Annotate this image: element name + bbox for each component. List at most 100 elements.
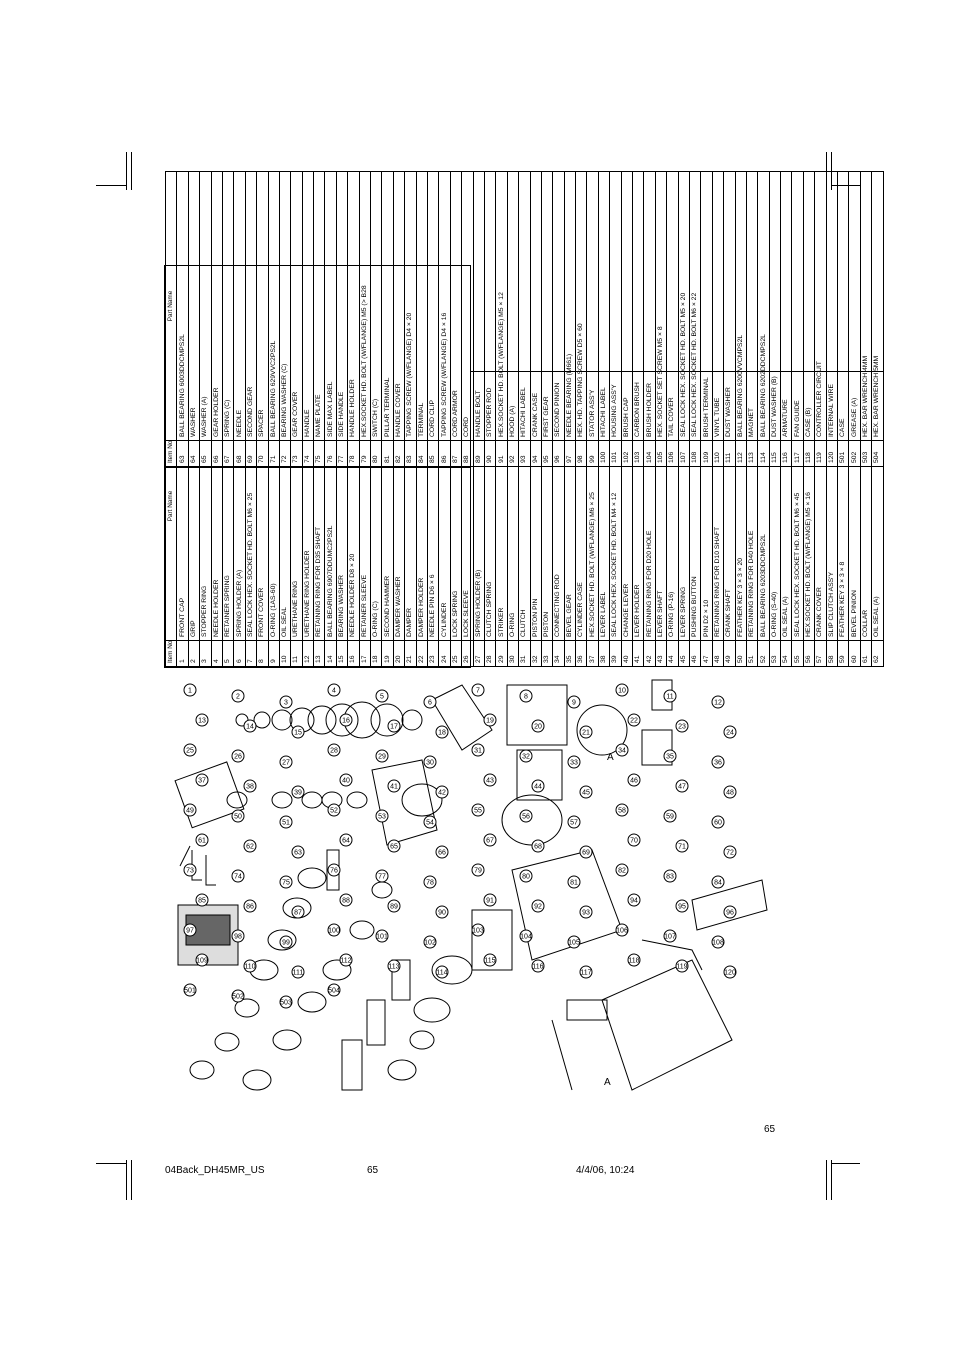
svg-text:102: 102 — [424, 940, 436, 947]
part-name: BRUSH HOLDER — [643, 171, 656, 441]
item-no: 49 — [723, 640, 736, 667]
callout-50: 50 — [231, 809, 245, 823]
callout-85: 85 — [195, 893, 209, 907]
svg-text:80: 80 — [522, 874, 530, 881]
callout-115: 115 — [483, 953, 497, 967]
part-name: HOOD (A) — [507, 171, 519, 441]
svg-text:31: 31 — [474, 748, 482, 755]
svg-text:76: 76 — [330, 868, 338, 875]
item-no: 63 — [176, 440, 189, 467]
part-name: MAGNET — [746, 171, 758, 441]
item-no: 7 — [245, 640, 257, 667]
part-name: BALL BEARING 6200VVCMPS2L — [735, 171, 747, 441]
callout-74: 74 — [231, 869, 245, 883]
item-no: 89 — [473, 440, 485, 467]
callout-57: 57 — [567, 815, 581, 829]
svg-text:55: 55 — [474, 808, 482, 815]
item-no: 106 — [666, 440, 679, 467]
part-name: SECOND PINION — [552, 171, 565, 441]
part-name: FIRST GEAR — [541, 171, 553, 441]
svg-text:32: 32 — [522, 754, 530, 761]
svg-text:2: 2 — [236, 694, 240, 701]
svg-text:61: 61 — [198, 838, 206, 845]
svg-text:34: 34 — [618, 748, 626, 755]
part-name: BALL BEARING 629VVC2PS2L — [268, 171, 280, 441]
svg-text:44: 44 — [534, 784, 542, 791]
svg-text:91: 91 — [486, 898, 494, 905]
svg-text:47: 47 — [678, 784, 686, 791]
callout-14: 14 — [243, 719, 257, 733]
part-name: GREASE (A) — [848, 171, 861, 441]
callout-81: 81 — [567, 875, 581, 889]
svg-text:73: 73 — [186, 868, 194, 875]
part-name: STOPPER ROD — [484, 171, 496, 441]
callout-90: 90 — [435, 905, 449, 919]
part-name: CRANK CASE — [530, 171, 542, 441]
item-no: 6 — [233, 640, 246, 667]
item-no: 68 — [233, 440, 246, 467]
callout-26: 26 — [231, 749, 245, 763]
item-no: 40 — [621, 640, 633, 667]
callout-117: 117 — [579, 965, 593, 979]
part-name: HANDLE HOLDER — [347, 171, 360, 441]
svg-text:98: 98 — [234, 934, 242, 941]
callout-77: 77 — [375, 869, 389, 883]
part-name: TAPPING SCREW (W/FLANGE) D4 × 16 — [438, 171, 451, 441]
part-name: HITACHI LABEL — [518, 171, 530, 441]
svg-text:69: 69 — [582, 850, 590, 857]
item-no: 33 — [541, 640, 553, 667]
item-no: 55 — [791, 640, 804, 667]
callout-504: 504 — [327, 983, 341, 997]
item-no: 83 — [404, 440, 417, 467]
item-no: 97 — [564, 440, 576, 467]
item-no: 118 — [803, 440, 815, 467]
callout-91: 91 — [483, 893, 497, 907]
svg-text:21: 21 — [582, 730, 590, 737]
svg-text:41: 41 — [390, 784, 398, 791]
callout-6: 6 — [423, 695, 437, 709]
part-name: HOUSING ASS'Y — [609, 171, 622, 441]
callout-72: 72 — [723, 845, 737, 859]
part-name: BRUSH TERMINAL — [700, 171, 713, 441]
svg-text:15: 15 — [294, 730, 302, 737]
item-no: 30 — [507, 640, 519, 667]
part-name: BRUSH CAP — [621, 171, 633, 441]
item-no: 75 — [313, 440, 325, 467]
callout-42: 42 — [435, 785, 449, 799]
item-no: 76 — [324, 440, 337, 467]
item-no: 2 — [188, 640, 200, 667]
item-no: 46 — [689, 640, 701, 667]
item-no: 39 — [609, 640, 622, 667]
svg-text:81: 81 — [570, 880, 578, 887]
callout-1: 1 — [183, 683, 197, 697]
callout-79: 79 — [471, 863, 485, 877]
item-no: 25 — [450, 640, 462, 667]
callout-97: 97 — [183, 923, 197, 937]
item-no: 31 — [518, 640, 530, 667]
item-no: 69 — [245, 440, 257, 467]
svg-text:12: 12 — [714, 700, 722, 707]
callout-92: 92 — [531, 899, 545, 913]
callout-76: 76 — [327, 863, 341, 877]
svg-text:57: 57 — [570, 820, 578, 827]
item-no: 29 — [495, 640, 508, 667]
callout-113: 113 — [387, 959, 401, 973]
part-name: CONTROLLER CIRCUIT — [814, 171, 827, 441]
item-no: 43 — [655, 640, 667, 667]
